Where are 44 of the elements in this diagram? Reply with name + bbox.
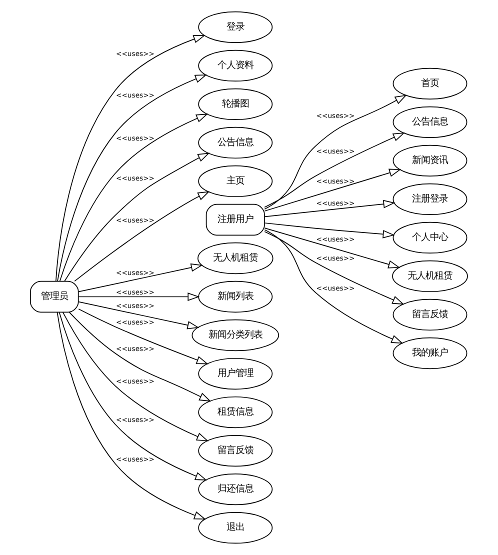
node-ellipse: 留言反馈 (198, 434, 273, 467)
arrow (264, 168, 402, 212)
node-ellipse: 注册登录 (392, 183, 468, 216)
arrow (68, 312, 212, 402)
arrow (264, 222, 395, 238)
arrow (78, 263, 203, 292)
node-ellipse: 个人资料 (198, 50, 273, 82)
arrow (56, 312, 206, 520)
node-ellipse: 登录 (198, 11, 273, 44)
arrow (264, 132, 405, 208)
arrow (264, 231, 404, 305)
arrow (78, 292, 200, 301)
node-ellipse: 新闻资讯 (392, 144, 468, 177)
arrow (264, 94, 407, 210)
node-ellipse: 退出 (198, 512, 273, 544)
arrow (58, 312, 208, 480)
node-ellipse: 留言反馈 (392, 298, 468, 331)
node-ellipse: 个人中心 (392, 222, 468, 254)
node-ellipse: 公告信息 (198, 126, 273, 159)
arrow (64, 152, 210, 282)
arrow (264, 228, 400, 268)
arrow (57, 74, 208, 282)
node-ellipse: 用户管理 (198, 358, 273, 390)
arrow (59, 114, 208, 282)
node-ellipse: 新闻列表 (198, 280, 273, 313)
arrow (62, 312, 209, 442)
node-box: 管理员 (30, 280, 79, 313)
node-ellipse: 租赁信息 (198, 396, 273, 428)
node-ellipse: 归还信息 (198, 473, 273, 506)
arrow (55, 35, 206, 282)
arrow (74, 191, 210, 282)
node-ellipse: 我的账户 (392, 337, 468, 370)
arrow (78, 301, 200, 330)
node-ellipse: 无人机租赁 (392, 260, 468, 292)
node-box: 注册用户 (206, 204, 265, 236)
node-ellipse: 主页 (198, 165, 273, 198)
node-ellipse: 首页 (392, 68, 468, 100)
node-ellipse: 无人机租赁 (197, 242, 274, 274)
node-ellipse: 新闻分类列表 (192, 319, 280, 352)
arrow (78, 308, 208, 364)
arrow (264, 229, 404, 344)
arrow (264, 200, 396, 218)
node-ellipse: 公告信息 (392, 106, 468, 138)
node-ellipse: 轮播图 (198, 88, 273, 120)
